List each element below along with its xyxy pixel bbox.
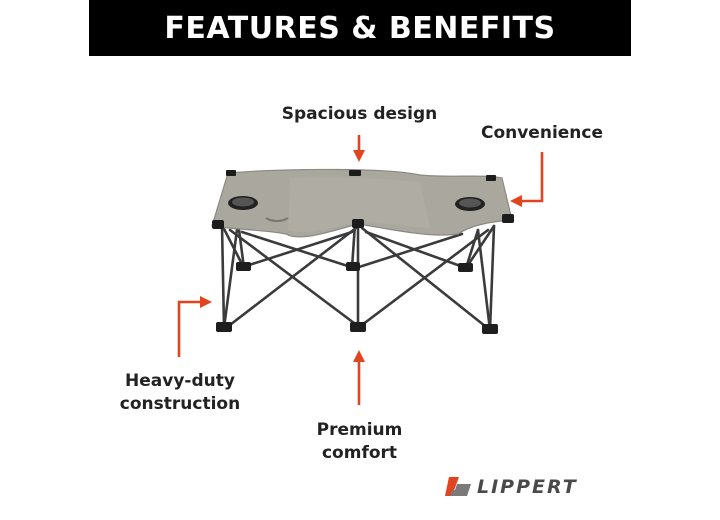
seat-corner-caps [212,170,514,229]
arrow-spacious-icon [353,135,365,162]
arrow-premium-icon [353,350,365,405]
arrow-heavy-duty-icon [177,296,212,357]
callout-premium-comfort: Premium comfort [297,419,422,465]
lippert-logo-icon [445,477,471,496]
callout-heavy-line2: construction [119,393,241,414]
header-banner: FEATURES & BENEFITS [89,0,631,56]
callout-premium-line2: comfort [321,442,398,463]
bench-frame [220,220,496,332]
callout-spacious-text: Spacious design [281,104,438,124]
arrow-convenience-icon [510,152,544,207]
banner-title: FEATURES & BENEFITS [164,10,556,46]
bench-feet [216,262,498,334]
callout-convenience: Convenience [472,122,612,145]
callout-convenience-text: Convenience [480,123,604,143]
callout-premium-line1: Premium [316,420,403,440]
brand-logo: LIPPERT [443,472,613,502]
brand-name: LIPPERT [477,476,578,498]
callout-heavy-line1: Heavy-duty [125,371,235,391]
callout-heavy-duty: Heavy-duty construction [105,370,255,416]
callout-spacious-design: Spacious design [272,103,447,126]
cup-holder-right-icon [455,197,485,211]
cup-holder-left-icon [228,196,258,210]
